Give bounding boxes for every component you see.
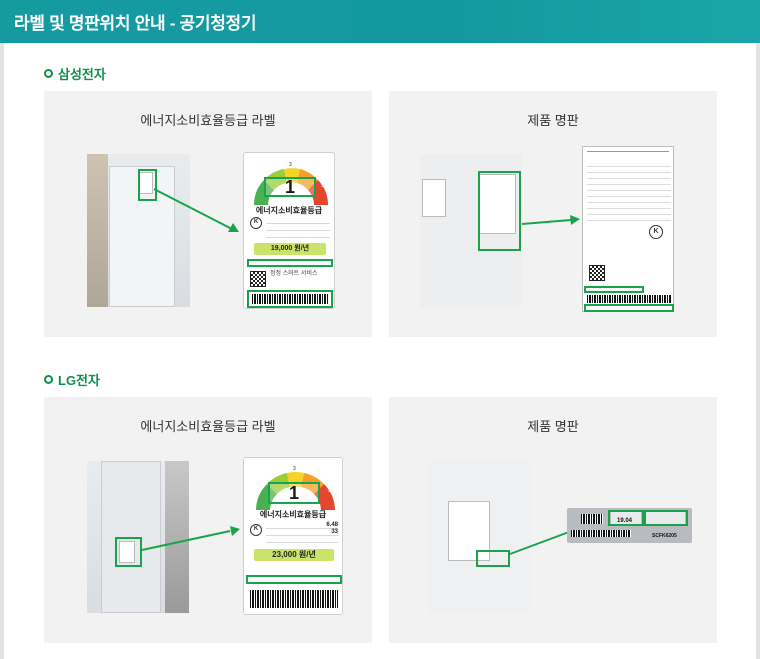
barcode <box>581 514 603 524</box>
label-heading: 에너지소비효율등급 <box>259 510 327 519</box>
nameplate-location-highlight <box>476 550 510 567</box>
barcode-highlight <box>247 290 333 308</box>
brand-name: LG전자 <box>58 373 100 388</box>
model-highlight <box>247 259 333 267</box>
model-highlight <box>246 575 342 584</box>
date-highlight <box>608 510 644 526</box>
brand-name: 삼성전자 <box>58 67 106 82</box>
plate-code: SCFK6205 <box>652 533 677 539</box>
gauge-number: 5 <box>321 183 324 189</box>
kc-mark-icon: K <box>250 524 262 536</box>
spec-row: 33 <box>266 529 338 536</box>
gauge-number: 3 <box>289 162 292 168</box>
kc-mark-icon: K <box>250 217 262 229</box>
spec-row <box>266 224 330 231</box>
label-location-highlight <box>115 537 142 567</box>
gauge-number: 5 <box>328 488 331 494</box>
grade-value: 1 <box>284 176 295 197</box>
nameplate-header <box>587 150 669 152</box>
spec-row <box>266 536 338 543</box>
grade-highlight: 1 <box>264 177 316 197</box>
serial-highlight <box>644 510 688 526</box>
serial-highlight <box>584 304 674 312</box>
spec-value: 33 <box>331 529 338 535</box>
energy-label-thumbnail <box>422 179 446 217</box>
grade-highlight: 1 <box>268 482 320 504</box>
pointer-arrow-icon <box>521 215 580 225</box>
photo-background <box>165 461 189 613</box>
spec-row <box>266 217 330 224</box>
model-highlight <box>584 286 644 293</box>
card-samsung-nameplate: 제품 명판 K <box>389 91 717 337</box>
card-title: 제품 명판 <box>527 113 579 128</box>
gauge-number: 2 <box>269 168 272 174</box>
barcode <box>252 294 328 304</box>
appliance-photo <box>420 154 522 307</box>
circle-bullet-icon <box>44 375 53 384</box>
grade-value: 1 <box>288 482 299 503</box>
nameplate-strip: 19.04 SCFK6205 <box>567 508 692 543</box>
card-title: 제품 명판 <box>527 419 579 434</box>
label-spec-rows <box>266 217 330 238</box>
card-title: 에너지소비효율등급 라벨 <box>140 113 276 128</box>
annual-cost: 19,000 원/년 <box>254 243 326 255</box>
qr-code-icon <box>250 271 266 287</box>
barcode <box>571 530 631 537</box>
barcode <box>250 590 338 608</box>
nameplate-thumbnail <box>478 174 516 234</box>
spec-row <box>266 231 330 238</box>
label-thumbnail <box>119 541 135 563</box>
gauge-number: 1 <box>258 488 261 494</box>
grade-gauge <box>253 168 329 205</box>
spec-row: 6.48 <box>266 522 338 529</box>
gauge-number: 4 <box>314 472 317 478</box>
label-heading: 에너지소비효율등급 <box>255 206 323 215</box>
date-field: 19.04 <box>611 512 641 526</box>
nameplate: K <box>582 146 674 312</box>
label-spec-rows: 6.48 33 <box>266 522 338 543</box>
card-lg-energy-label: 에너지소비효율등급 라벨 1 2 3 4 5 1 에너지소비효율등급 K 6.4… <box>44 397 372 643</box>
barcode <box>587 295 671 303</box>
photo-background <box>87 154 108 307</box>
gauge-number: 1 <box>256 183 259 189</box>
circle-bullet-icon <box>44 69 53 78</box>
card-lg-nameplate: 제품 명판 19.04 SCFK6205 <box>389 397 717 643</box>
energy-label: 1 2 3 4 5 1 에너지소비효율등급 K 6.48 33 23,000 원… <box>243 457 343 615</box>
section-heading-samsung: 삼성전자 <box>44 64 106 83</box>
title-bar: 라벨 및 명판위치 안내 - 공기청정기 <box>0 0 760 43</box>
gauge-number: 2 <box>272 472 275 478</box>
gauge-number: 3 <box>293 466 296 472</box>
serial-field <box>645 512 685 526</box>
kc-mark-icon: K <box>649 225 663 239</box>
smart-service-text: 정정 스마트 서비스 <box>270 271 318 277</box>
card-title: 에너지소비효율등급 라벨 <box>140 419 276 434</box>
card-samsung-energy-label: 에너지소비효율등급 라벨 1 2 3 4 5 1 에너지소비효율등급 K <box>44 91 372 337</box>
qr-code-icon <box>589 265 605 281</box>
pointer-arrow-icon <box>141 526 240 551</box>
pointer-arrow-icon <box>153 188 239 232</box>
nameplate-spec-lines <box>587 161 671 221</box>
spec-value: 6.48 <box>326 522 338 528</box>
page-title: 라벨 및 명판위치 안내 - 공기청정기 <box>14 14 257 33</box>
label-location-highlight <box>138 169 157 201</box>
section-heading-lg: LG전자 <box>44 370 100 389</box>
annual-cost: 23,000 원/년 <box>254 549 334 561</box>
nameplate-location-highlight <box>478 171 521 251</box>
plate-value: 19.04 <box>617 518 633 524</box>
appliance-photo <box>428 461 530 613</box>
energy-label: 1 2 3 4 5 1 에너지소비효율등급 K 19,000 원/년 정정 스마… <box>243 152 335 309</box>
gauge-number: 4 <box>308 168 311 174</box>
